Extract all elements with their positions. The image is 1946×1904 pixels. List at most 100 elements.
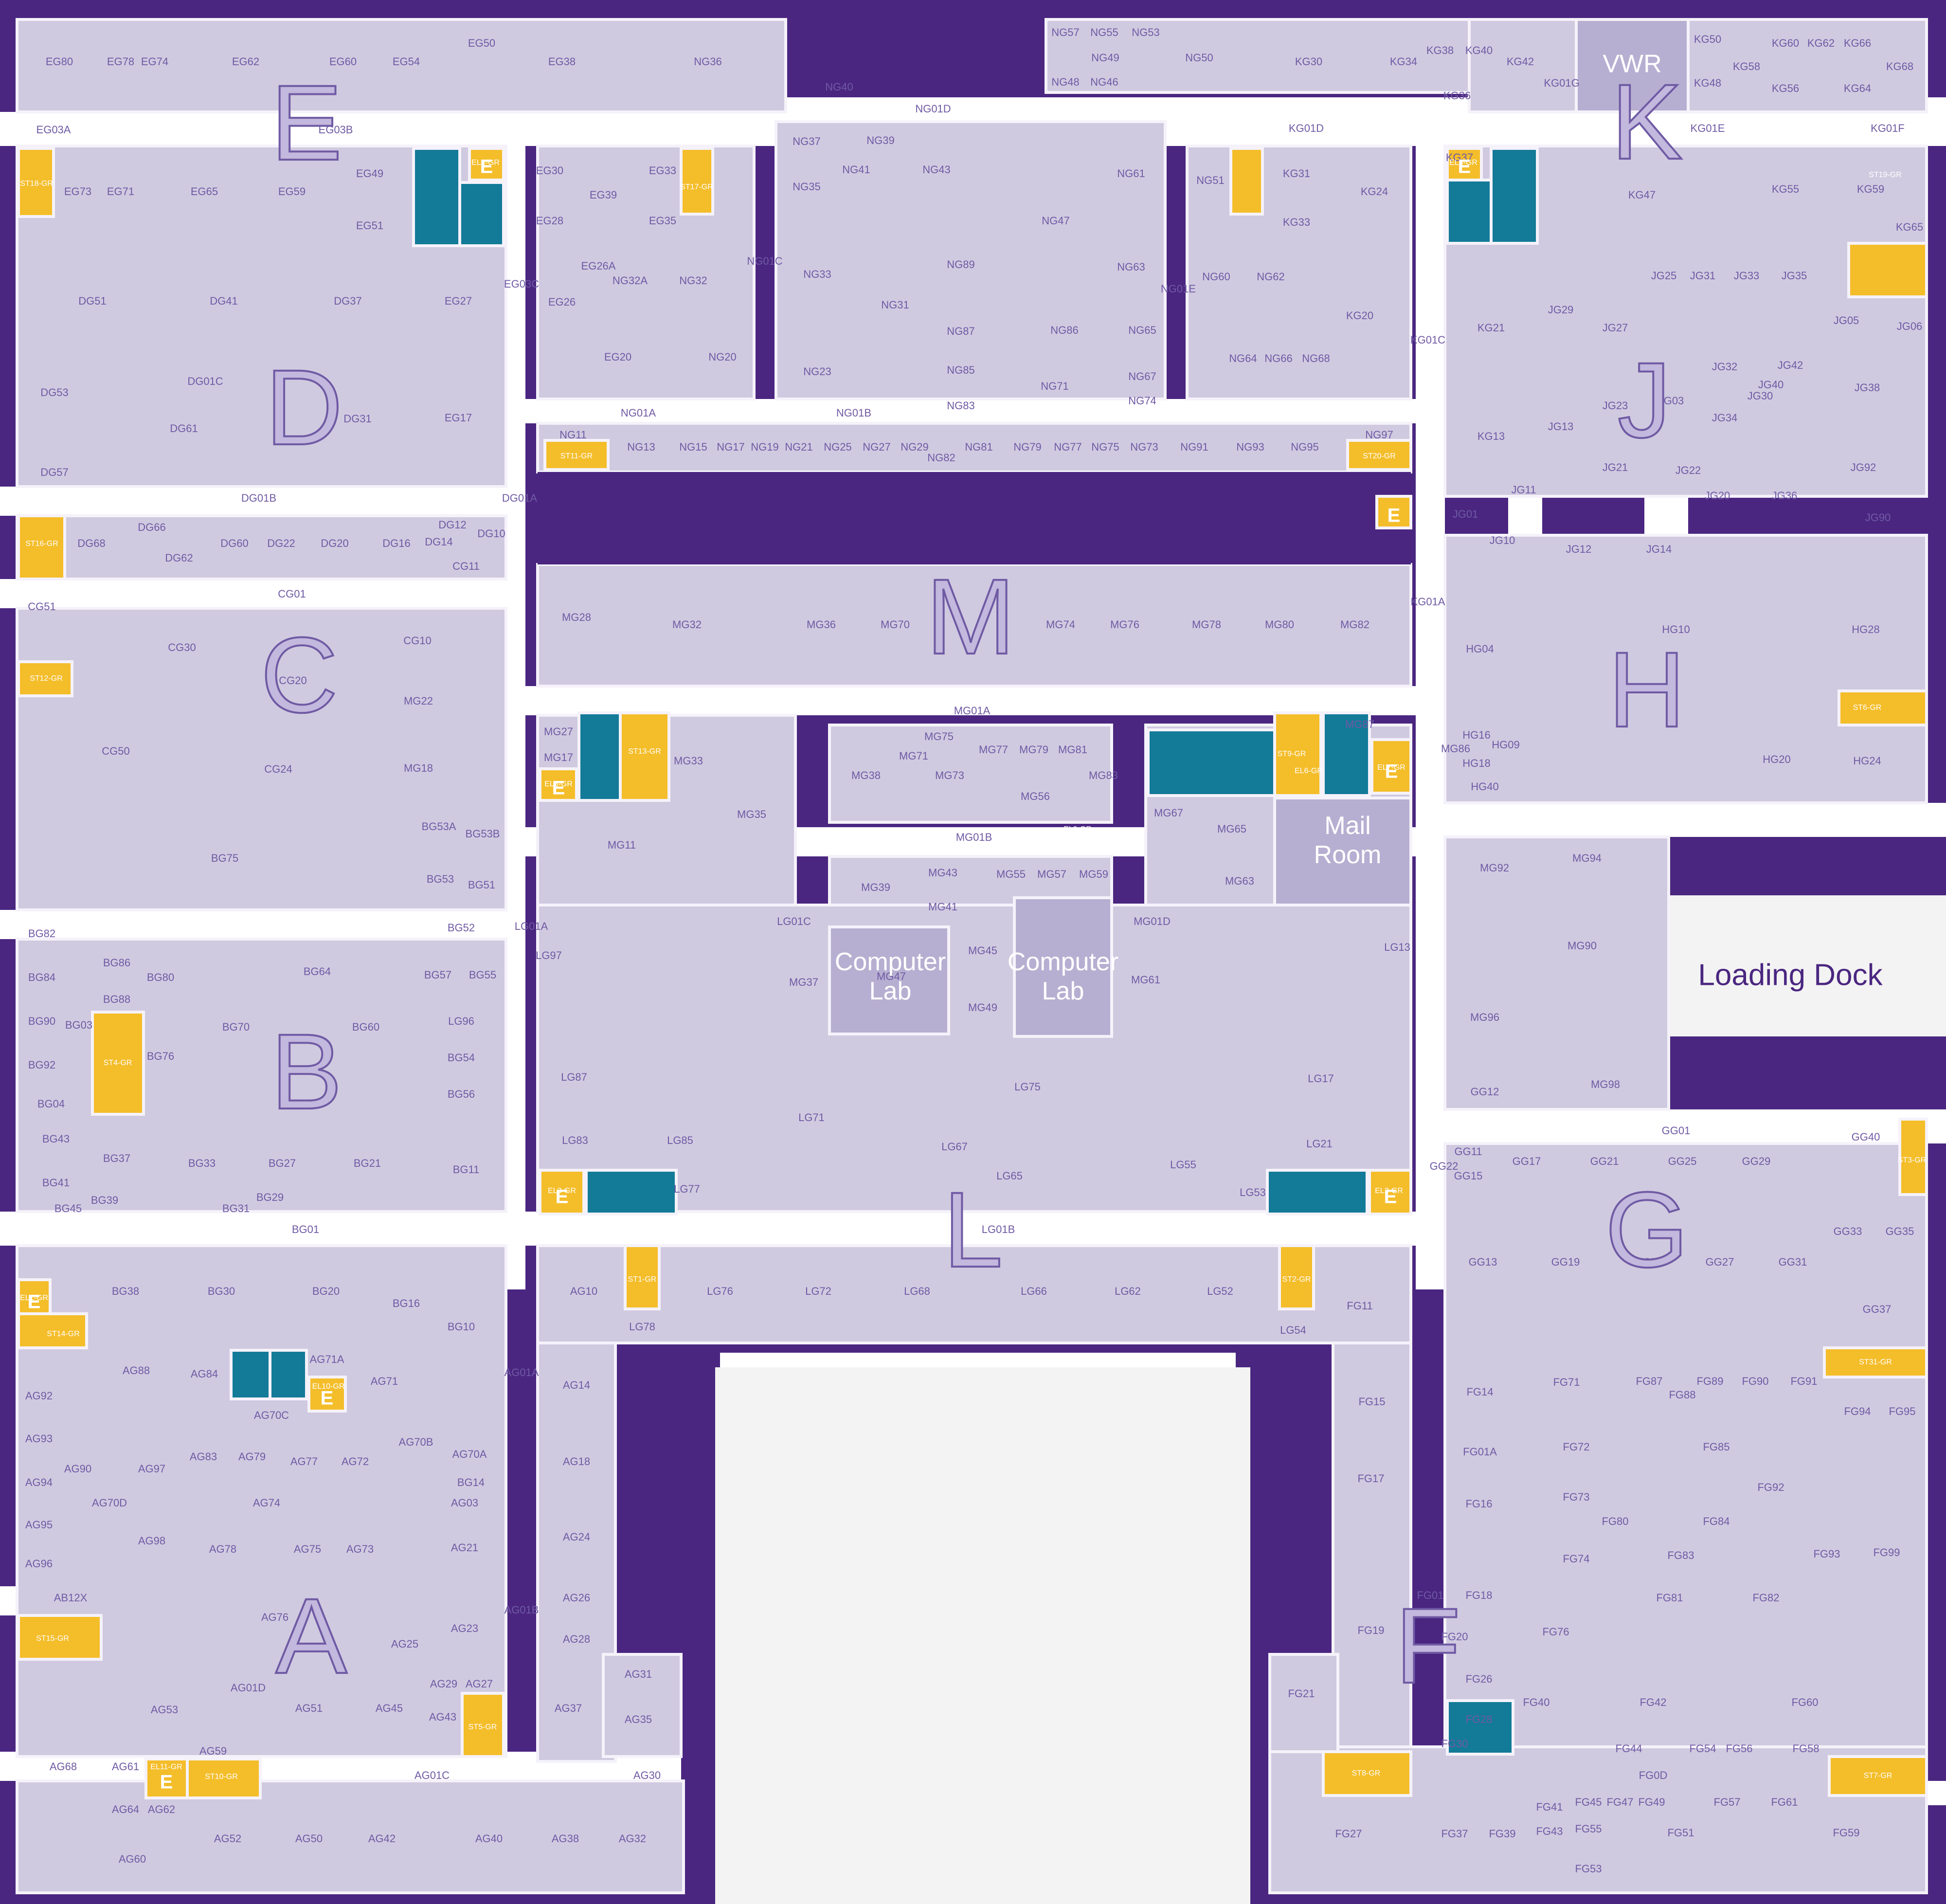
room-label-bg84: BG84 [28,971,55,983]
elevator-mark: E [1385,761,1398,782]
room-label-bg54: BG54 [448,1052,475,1064]
room-label-kg01d: KG01D [1289,122,1324,134]
room-label-bg04: BG04 [37,1098,65,1110]
room-label-dg20: DG20 [321,537,348,549]
room-label-mg22: MG22 [404,695,433,707]
room-label-st9-gr: ST9-GR [1278,750,1306,758]
room-label-ag45: AG45 [376,1702,403,1714]
room-label-ng48: NG48 [1051,76,1079,88]
room-label-st17-gr: ST17-GR [680,183,713,191]
room-label-mg98: MG98 [1591,1078,1620,1090]
room-label-st16-gr: ST16-GR [25,540,58,548]
room-label-gg33: GG33 [1834,1225,1862,1237]
room-label-eg20: EG20 [604,351,631,363]
room-label-bg53b: BG53B [466,828,500,840]
room-label-eg80: EG80 [46,55,73,68]
room-label-ag53: AG53 [151,1704,178,1716]
room-label-mg83: MG83 [1089,769,1118,781]
building-blocks [16,18,1928,1894]
room-label-lg96: LG96 [448,1015,474,1027]
room-label-hg24: HG24 [1853,755,1881,767]
room-label-ng46: NG46 [1090,76,1118,88]
room-label-st6-gr: ST6-GR [1853,704,1882,712]
room-label-ag52: AG52 [214,1832,241,1845]
room-label-jg27: JG27 [1603,322,1628,334]
room-label-lg68: LG68 [904,1285,930,1297]
room-label-el6-gr: EL6-GR [1295,767,1323,775]
room-label-dg61: DG61 [170,422,198,435]
room-label-gg35: GG35 [1886,1225,1914,1237]
room-label-mg70: MG70 [881,618,910,631]
room-label-ng85: NG85 [947,364,974,376]
room-label-bg27: BG27 [269,1157,296,1169]
zone-letter-e: E [271,63,342,182]
room-label-jg90: JG90 [1865,511,1891,524]
room-label-ng77: NG77 [1054,441,1081,453]
room-label-mg39: MG39 [861,881,890,893]
room-label-mg90: MG90 [1568,940,1597,952]
room-label-ag94: AG94 [25,1476,53,1488]
room-label-dg10: DG10 [477,527,505,540]
room-label-bg14: BG14 [457,1476,485,1488]
room-label-dg53: DG53 [40,386,68,399]
room-label-bg37: BG37 [103,1152,130,1164]
room-label-ag96: AG96 [25,1558,53,1570]
room-label-jg20: JG20 [1705,490,1730,502]
room-label-el8-gr: EL8-GR [1449,159,1478,167]
room-label-st20-gr: ST20-GR [1363,452,1396,460]
room-label-bg86: BG86 [103,957,130,969]
room-label-eg03a: EG03A [36,124,71,136]
room-label-fg21: FG21 [1288,1687,1315,1700]
room-label-ag03: AG03 [451,1497,478,1509]
room-label-el5-gr: EL5-GR [544,780,573,788]
room-label-el4-gr: EL4-GR [471,159,500,167]
room-label-mg75: MG75 [924,730,954,743]
room-label-st3-gr: ST3-GR [1898,1156,1927,1164]
room-label-gg13: GG13 [1469,1256,1497,1268]
room-label-hg04: HG04 [1466,643,1494,655]
room-label-kg60: KG60 [1772,37,1799,49]
room-label-mg17: MG17 [544,751,573,763]
room-label-el3-gr: EL3-GR [548,1187,576,1195]
room-label-ag26: AG26 [563,1592,590,1604]
room-label-ng79: NG79 [1013,441,1041,453]
room-label-mg86: MG86 [1441,743,1470,755]
room-label-ag59: AG59 [199,1745,227,1757]
room-label-hg20: HG20 [1763,753,1790,765]
room-label-bg33: BG33 [188,1157,216,1169]
room-label-ag79: AG79 [238,1451,266,1463]
room-label-mg01d: MG01D [1134,915,1171,927]
room-label-hg28: HG28 [1852,623,1879,635]
room-label-gg25: GG25 [1668,1155,1697,1167]
room-label-fg73: FG73 [1563,1491,1589,1503]
room-label-ng47: NG47 [1042,215,1069,227]
room-label-ng55: NG55 [1090,26,1118,38]
room-label-dg51: DG51 [78,295,106,307]
room-label-kg50: KG50 [1694,33,1721,45]
room-label-jg11: JG11 [1512,484,1536,496]
room-label-kg59: KG59 [1857,183,1884,195]
room-label-gg01: GG01 [1662,1124,1691,1137]
room-label-dg41: DG41 [210,295,237,307]
room-label-jg33: JG33 [1734,270,1760,282]
room-label-fg60: FG60 [1791,1696,1818,1708]
room-label-bg16: BG16 [393,1297,420,1309]
room-label-ag32: AG32 [619,1832,646,1845]
room-label-gg17: GG17 [1513,1155,1541,1167]
room-label-hg40: HG40 [1471,780,1498,793]
room-label-lg83: LG83 [562,1134,588,1146]
room-label-kg48: KG48 [1694,77,1721,89]
room-label-ag84: AG84 [191,1368,218,1380]
elevator-mark: E [160,1772,173,1793]
room-label-gg29: GG29 [1742,1155,1771,1167]
room-label-ag23: AG23 [451,1622,478,1634]
room-label-mg92: MG92 [1480,862,1509,874]
room-label-ag77: AG77 [290,1455,318,1468]
room-label-mg49: MG49 [968,1001,997,1014]
room-label-kg01a: KG01A [1411,596,1445,608]
room-label-ng01a: NG01A [621,407,656,419]
room-label-lg85: LG85 [667,1134,693,1146]
room-label-dg66: DG66 [138,521,165,533]
room-label-lg01c: LG01C [777,915,811,927]
